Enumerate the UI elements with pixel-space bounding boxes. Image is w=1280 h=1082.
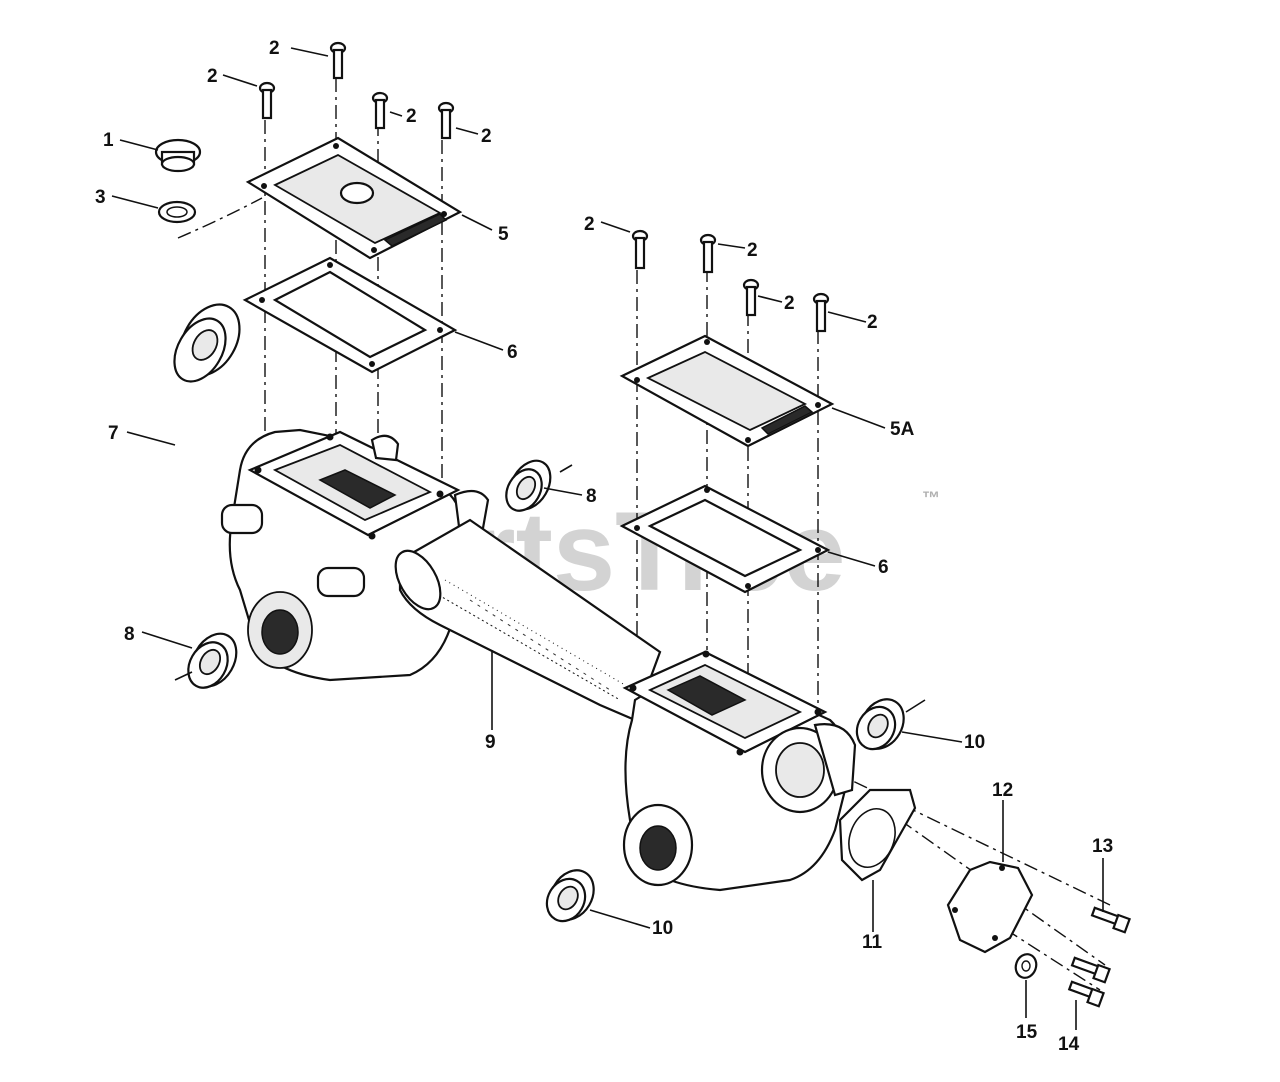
lock-washer-15 <box>1014 953 1038 979</box>
callout-2-c: 2 <box>406 106 417 127</box>
end-cover-gasket <box>838 788 917 882</box>
bearing-7 <box>173 303 241 383</box>
seal-8-lower <box>187 632 238 689</box>
screw-5 <box>631 229 649 270</box>
right-gasket <box>619 484 831 594</box>
callout-2-f: 2 <box>747 240 758 261</box>
callout-9: 9 <box>485 732 496 753</box>
sealing-washer <box>157 200 197 224</box>
screw-7 <box>742 278 760 317</box>
left-top-cover <box>245 136 463 260</box>
bolt-14-b <box>1067 980 1105 1008</box>
leader-lines <box>111 47 1104 1030</box>
callout-5a: 5A <box>890 419 915 440</box>
callout-8-a: 8 <box>586 486 597 507</box>
cap-screws <box>258 41 830 333</box>
callout-3: 3 <box>95 187 106 208</box>
end-cover-plate <box>946 860 1034 954</box>
callout-12: 12 <box>992 780 1013 801</box>
callout-13: 13 <box>1092 836 1113 857</box>
screw-2 <box>329 41 347 80</box>
screw-4 <box>437 101 455 140</box>
callout-2-a: 2 <box>207 66 218 87</box>
right-gear-housing <box>622 650 857 892</box>
callout-1: 1 <box>103 130 114 151</box>
callout-10-a: 10 <box>964 732 985 753</box>
watermark-trademark: ™ <box>922 488 940 508</box>
callout-10-b: 10 <box>652 918 673 939</box>
screw-1 <box>258 81 276 120</box>
callout-2-d: 2 <box>481 126 492 147</box>
callout-6-a: 6 <box>507 342 518 363</box>
fill-plug <box>154 138 202 173</box>
callout-2-e: 2 <box>584 214 595 235</box>
left-gasket <box>242 256 458 374</box>
callout-labels: 1 2 2 2 2 2 2 2 2 2 3 5 5A 6 6 7 8 8 9 1… <box>95 38 1113 1055</box>
callout-15: 15 <box>1016 1022 1038 1043</box>
bolt-14-a <box>1070 956 1111 984</box>
bolt-13 <box>1090 906 1131 934</box>
screw-3 <box>371 91 389 130</box>
callout-2-g: 2 <box>784 293 795 314</box>
callout-7: 7 <box>108 423 119 444</box>
right-top-cover <box>619 334 835 448</box>
callout-11: 11 <box>862 932 883 953</box>
callout-2-h: 2 <box>867 312 878 333</box>
callout-2-b: 2 <box>269 38 280 59</box>
callout-6-b: 6 <box>878 557 889 578</box>
screw-8 <box>812 292 830 333</box>
callout-5: 5 <box>498 224 509 245</box>
seal-8-upper <box>505 459 552 512</box>
seal-10-lower <box>545 869 595 923</box>
seal-10-right <box>855 698 905 751</box>
callout-14: 14 <box>1058 1034 1080 1055</box>
callout-8-b: 8 <box>124 624 135 645</box>
screw-6 <box>699 233 717 274</box>
